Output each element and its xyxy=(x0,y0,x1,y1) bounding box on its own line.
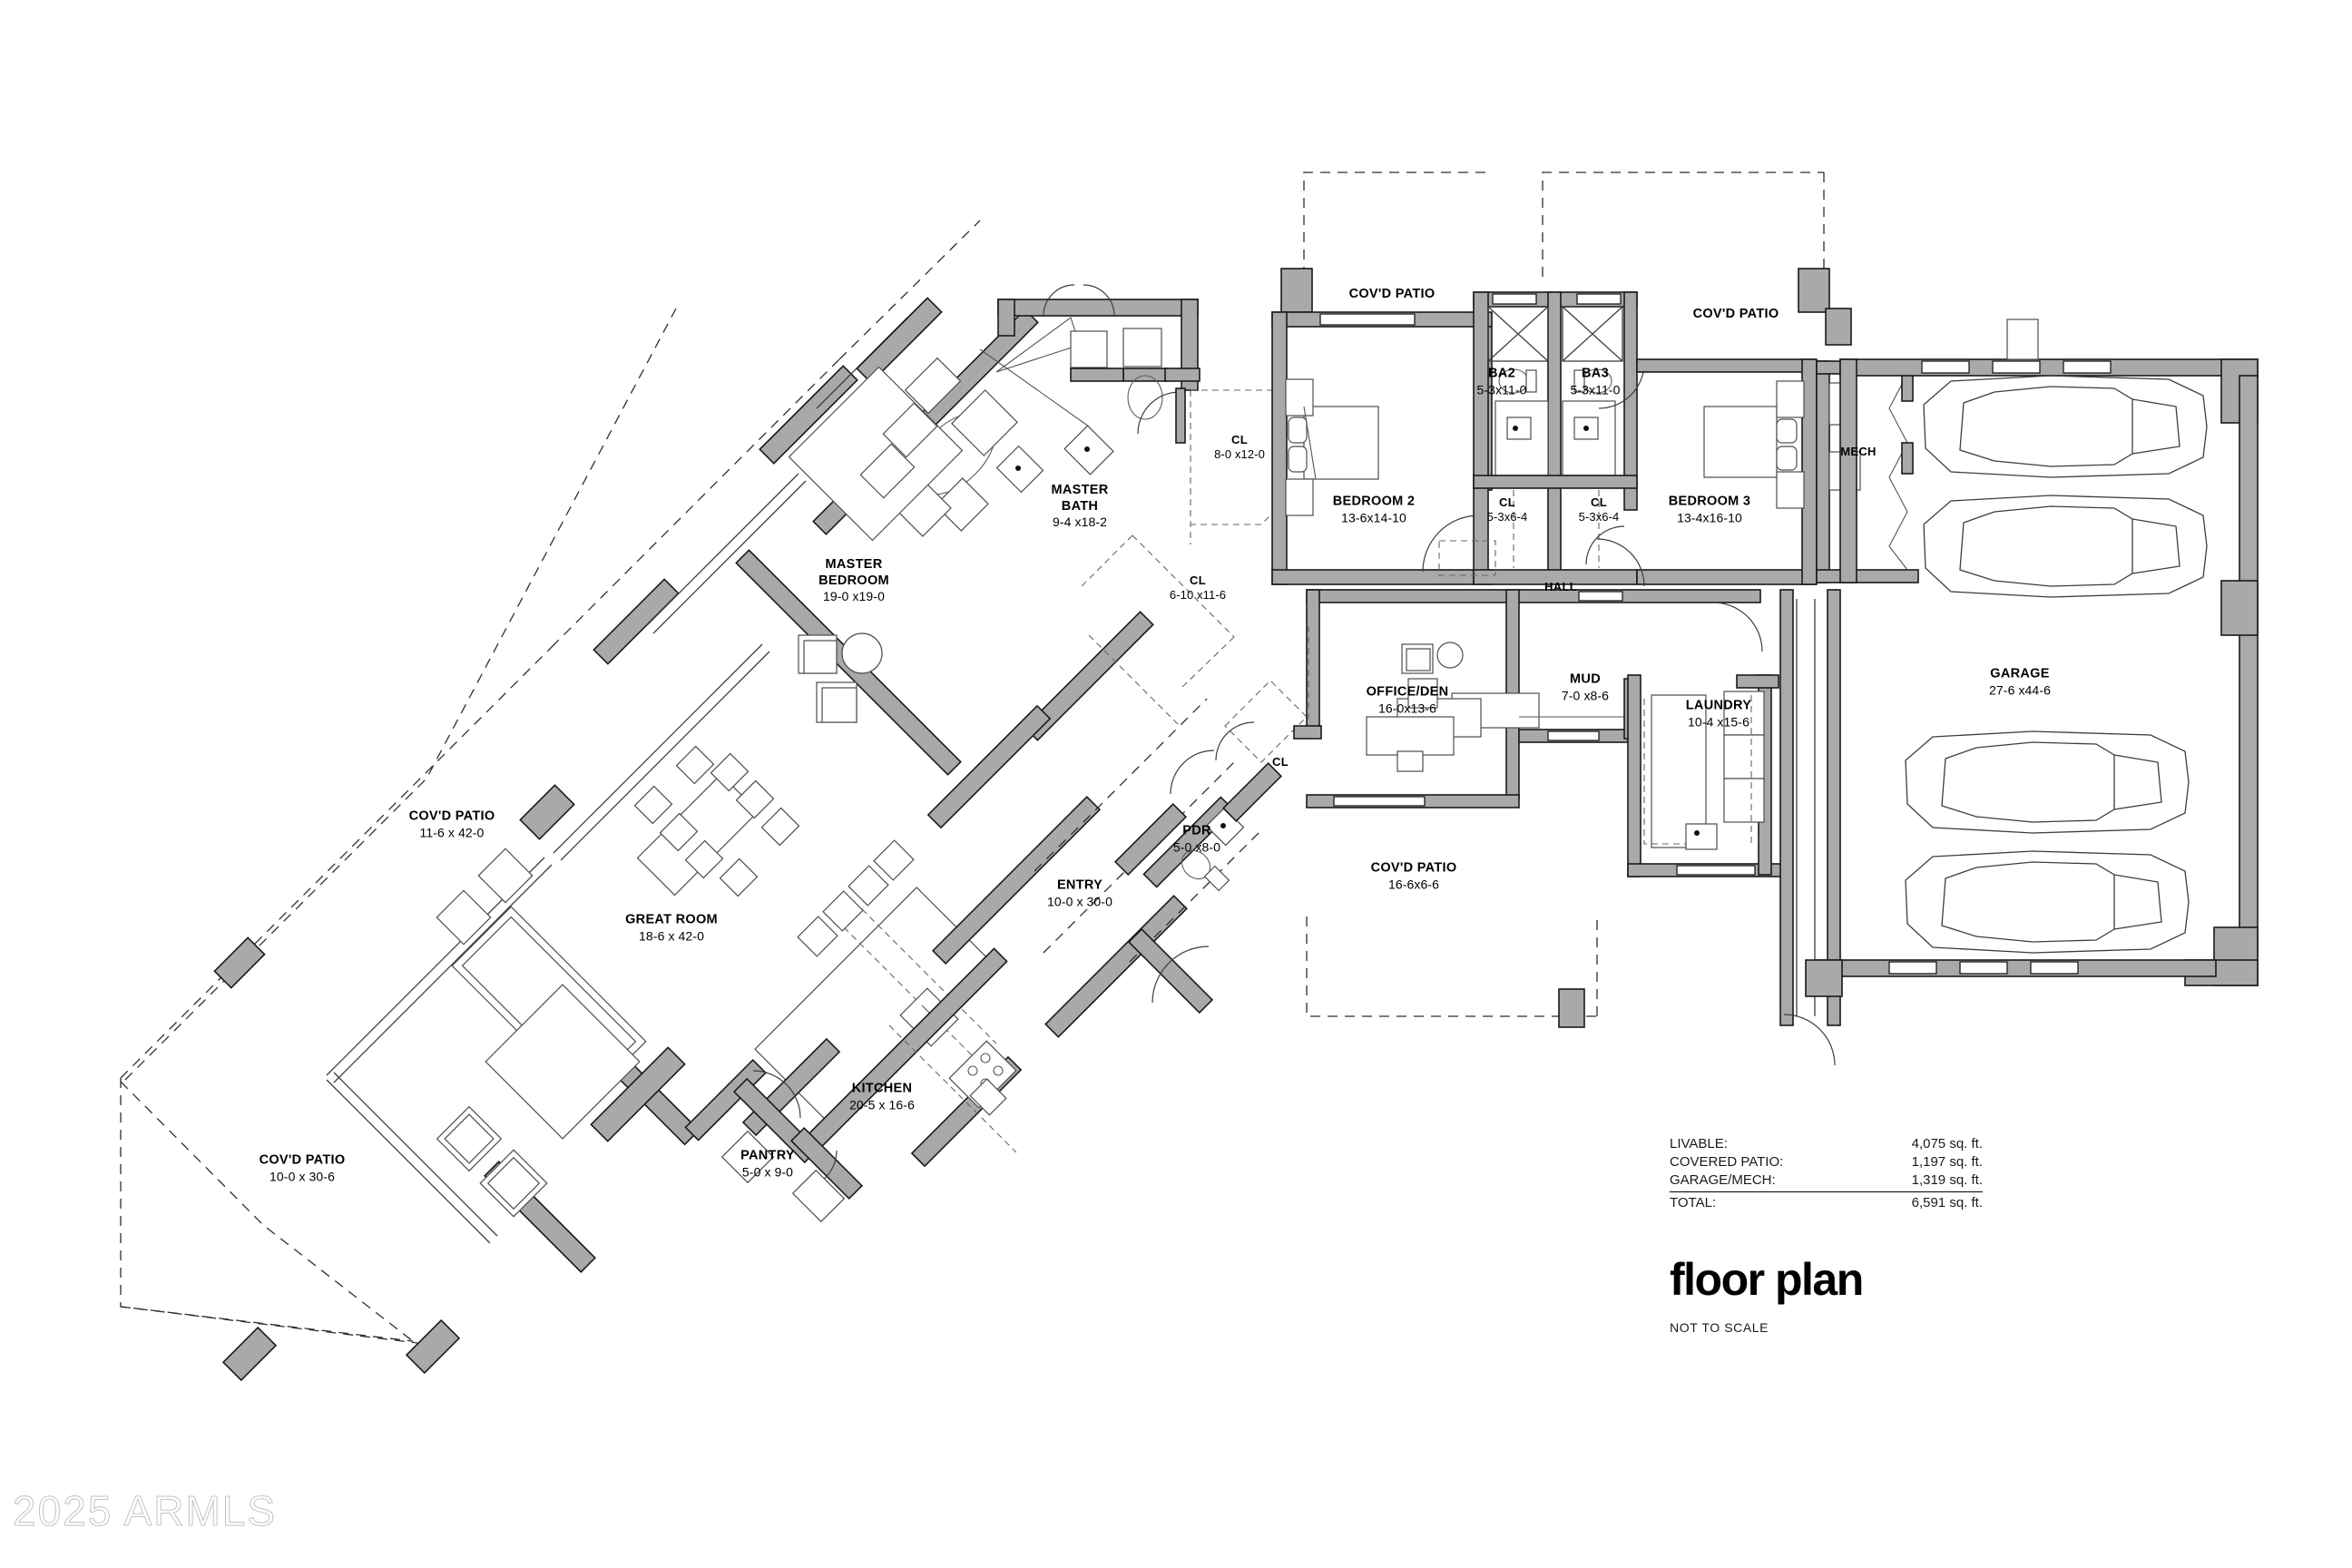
patio-posts xyxy=(213,784,575,1382)
bedroom-3-walls xyxy=(1636,358,1818,585)
bedroom-2-walls xyxy=(1271,311,1493,585)
entry-walls xyxy=(931,698,1262,1038)
car-icon-2 xyxy=(1923,495,2208,598)
great-room-furniture xyxy=(436,848,647,1218)
patio-outline-south xyxy=(120,1306,418,1344)
scale-note: NOT TO SCALE xyxy=(1670,1320,1769,1335)
area-row: COVERED PATIO: 1,197 sq. ft. xyxy=(1670,1154,1983,1172)
great-room-walls xyxy=(326,643,770,1273)
title-block: floor plan NOT TO SCALE xyxy=(1670,1254,1864,1335)
page-title: floor plan xyxy=(1670,1254,1864,1305)
area-row: GARAGE/MECH:1,319 sq. ft. xyxy=(1670,1172,1983,1192)
car-icon-4 xyxy=(1905,850,2190,954)
office-den-walls xyxy=(1293,589,1540,808)
area-label: GARAGE/MECH: xyxy=(1670,1172,1863,1192)
area-label: TOTAL: xyxy=(1670,1195,1717,1210)
garage-walls xyxy=(1805,308,2259,997)
hall xyxy=(1306,538,1761,603)
car-icon-3 xyxy=(1905,730,2190,834)
patio-outline-west xyxy=(120,220,981,1342)
area-row: TOTAL: 6,591 sq. ft. xyxy=(1670,1192,1983,1214)
master-bedroom-furniture xyxy=(788,357,964,723)
area-label: COVERED PATIO: xyxy=(1670,1154,1784,1170)
pantry-walls xyxy=(684,1037,864,1223)
watermark: 2025 ARMLS xyxy=(12,1487,278,1535)
area-schedule-table: LIVABLE: 4,075 sq. ft. COVERED PATIO: 1,197… xyxy=(1670,1136,1983,1213)
car-icon-1 xyxy=(1923,375,2208,478)
west-wing-rotated xyxy=(120,220,1308,1382)
pdr-fixtures xyxy=(1113,750,1245,892)
garage-corridor xyxy=(1779,589,1841,1066)
area-label: LIVABLE: xyxy=(1670,1136,1728,1152)
bath-2-3 xyxy=(1473,291,1645,585)
closet-entry-detail xyxy=(1215,680,1308,822)
area-schedule: LIVABLE: 4,075 sq. ft. COVERED PATIO: 1,197… xyxy=(1670,1136,1983,1213)
master-bath-wc xyxy=(997,284,1200,444)
area-value: 4,075 sq. ft. xyxy=(1911,1136,1983,1152)
area-value: 1,197 sq. ft. xyxy=(1911,1154,1983,1170)
mech-room xyxy=(1816,360,1919,583)
area-row: LIVABLE: 4,075 sq. ft. xyxy=(1670,1136,1983,1154)
laundry-room xyxy=(1627,602,1790,877)
dining-set xyxy=(633,745,800,897)
area-value: 1,319 sq. ft. xyxy=(1862,1172,1983,1192)
closet-hall-shelving xyxy=(1079,534,1235,727)
east-wing-orthogonal xyxy=(1271,172,2259,1066)
area-value: 6,591 sq. ft. xyxy=(1911,1195,1983,1210)
